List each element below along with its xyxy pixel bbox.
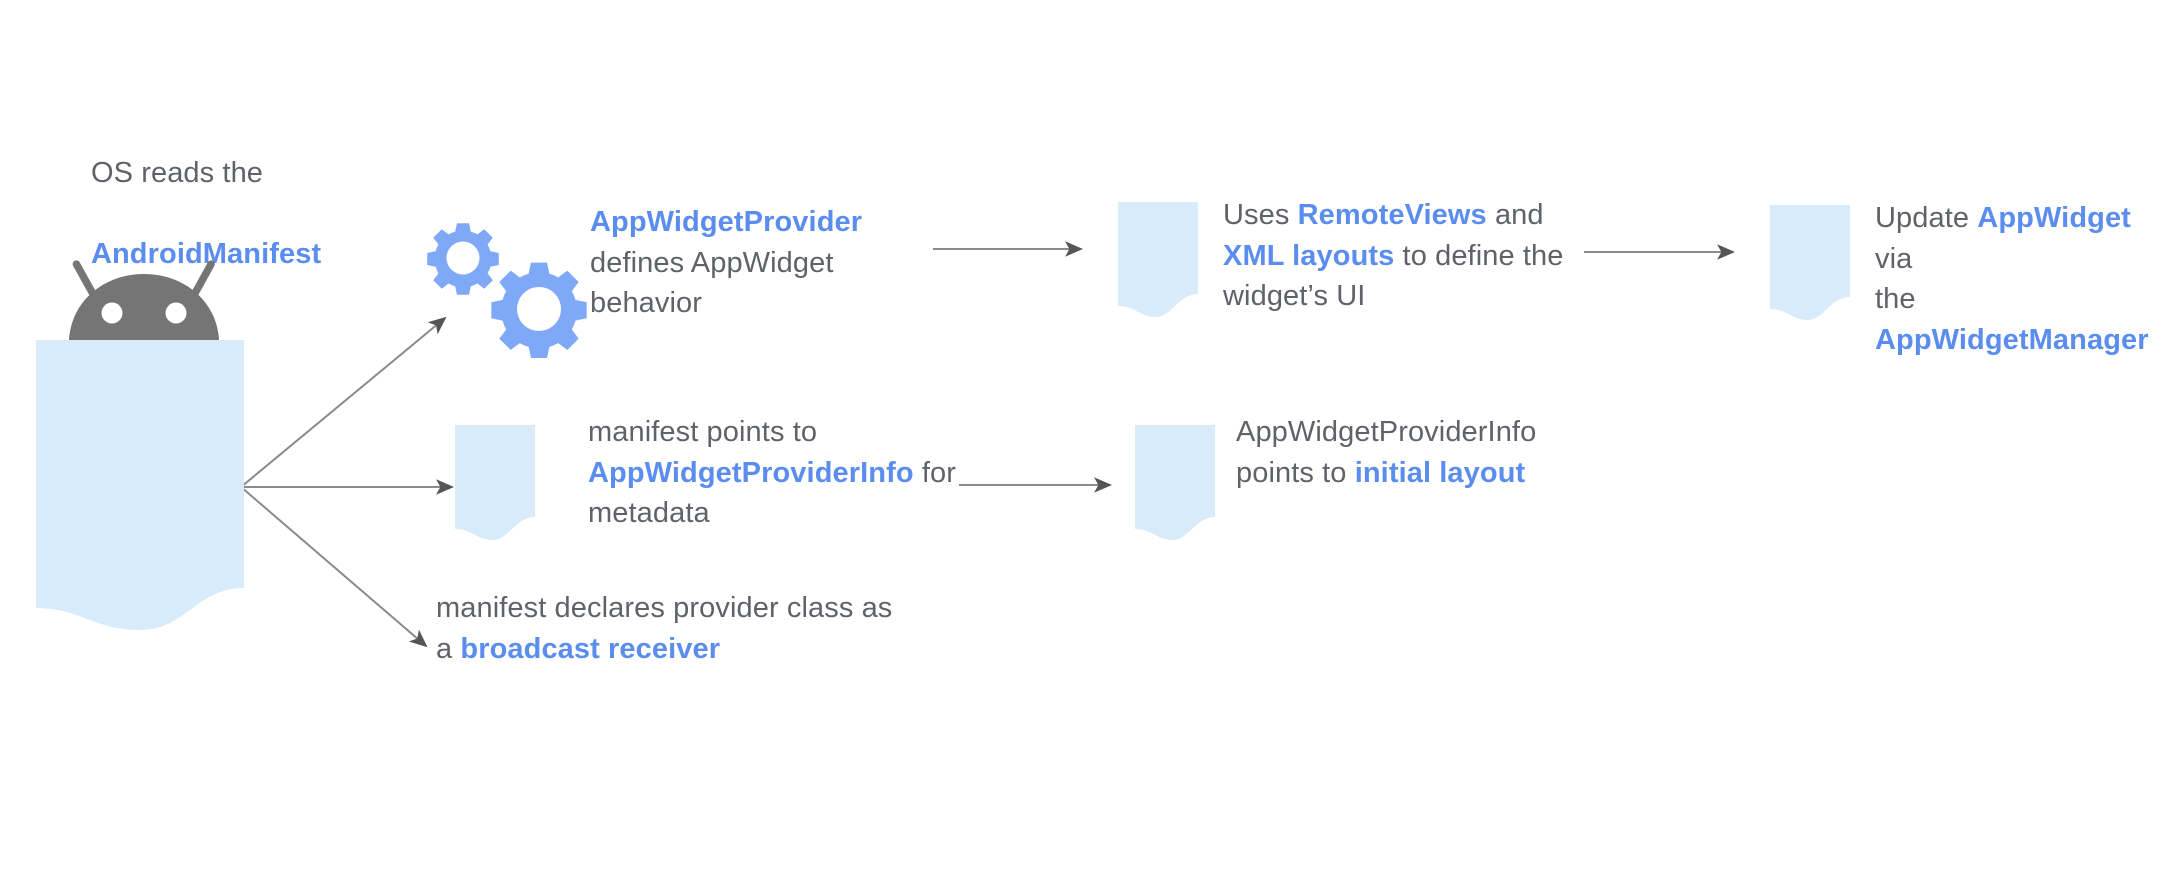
node-manifest[interactable]: OS reads the AndroidManifest (0, 0, 420, 660)
manifest-caption-line1: OS reads the (90, 156, 264, 189)
initiallayout-document-shape (1135, 425, 1215, 540)
text-highlight: AppWidget (1977, 202, 2131, 234)
gears-icon (427, 223, 587, 358)
text-highlight: AppWidgetProvider (590, 206, 863, 238)
text-plain: AppWidgetProviderInfo (1236, 416, 1537, 448)
providerinfo-document-shape (455, 425, 535, 540)
text-plain: and (1486, 199, 1544, 231)
node-initial-layout[interactable]: AppWidgetProviderInfo points to initial l… (1135, 412, 1615, 602)
text-highlight: broadcast receiver (460, 632, 721, 665)
text-plain: via (1875, 202, 2140, 275)
broadcast-receiver-text: manifest declares provider class as a bro… (436, 588, 936, 669)
text-plain: points to (1236, 456, 1355, 489)
initial-layout-text: AppWidgetProviderInfo points to initial l… (1236, 412, 1606, 493)
text-plain: widget’s UI (1223, 280, 1366, 313)
remoteviews-document-shape (1118, 202, 1198, 317)
text-plain: the (1875, 283, 1916, 316)
text-plain: for (913, 456, 956, 489)
text-plain: manifest declares provider class as (436, 592, 893, 624)
text-plain: manifest points to (588, 416, 818, 448)
text-plain: behavior (590, 287, 703, 320)
text-plain: Uses (1223, 199, 1298, 231)
text-highlight: XML layouts (1223, 239, 1395, 272)
update-document-shape (1770, 205, 1850, 320)
text-plain: Update (1875, 202, 1978, 234)
manifest-caption: OS reads the AndroidManifest (42, 112, 372, 315)
node-appwidgetprovider[interactable]: AppWidgetProvider defines AppWidget behavi… (400, 195, 940, 385)
manifest-caption-line2: AndroidManifest (90, 237, 322, 270)
node-broadcast-receiver[interactable]: manifest declares provider class as a bro… (430, 588, 950, 698)
android-robot-icon (69, 260, 219, 340)
manifest-document-shape (36, 340, 244, 630)
text-plain: defines AppWidget (590, 246, 834, 279)
text-plain: to define the (1394, 239, 1564, 272)
appwidgetprovider-text: AppWidgetProvider defines AppWidget behavi… (590, 202, 920, 324)
text-highlight: AppWidgetManager (1875, 323, 2149, 356)
text-plain: metadata (588, 497, 710, 530)
text-plain: a (436, 632, 461, 665)
text-highlight: initial layout (1354, 456, 1526, 489)
text-highlight: RemoteViews (1297, 199, 1487, 231)
text-highlight: AppWidgetProviderInfo (588, 456, 914, 489)
